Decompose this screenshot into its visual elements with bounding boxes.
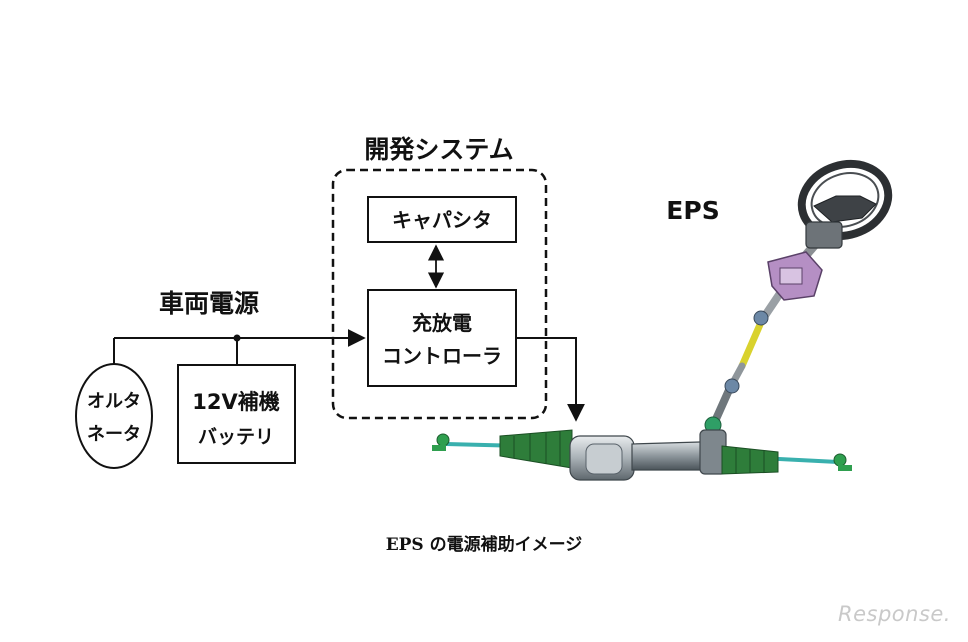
eps-label: EPS [666, 196, 719, 225]
alternator-label-line2: ネータ [87, 424, 141, 445]
controller-label-line2: コントローラ [382, 344, 502, 368]
eps-illustration [432, 160, 893, 481]
junction-dot [233, 334, 241, 342]
development-system-group [331, 168, 548, 420]
capacitor-box [367, 196, 517, 243]
battery-label-line2: バッテリ [198, 426, 274, 448]
development-system-title: 開発システム [364, 135, 513, 164]
controller-box [367, 289, 517, 387]
alternator-label-line1: オルタ [87, 391, 141, 412]
figure-caption: EPS の電源補助イメージ [385, 535, 583, 555]
capacitor-label: キャパシタ [392, 208, 492, 232]
battery-label-line1: 12V補機 [192, 390, 279, 414]
controller-label-line1: 充放電 [412, 311, 472, 335]
alternator-circle [75, 363, 153, 469]
response-watermark: Response. [838, 602, 951, 626]
vehicle-power-label: 車両電源 [159, 289, 259, 318]
battery-box [177, 364, 296, 464]
controller-to-eps-line [516, 337, 585, 422]
